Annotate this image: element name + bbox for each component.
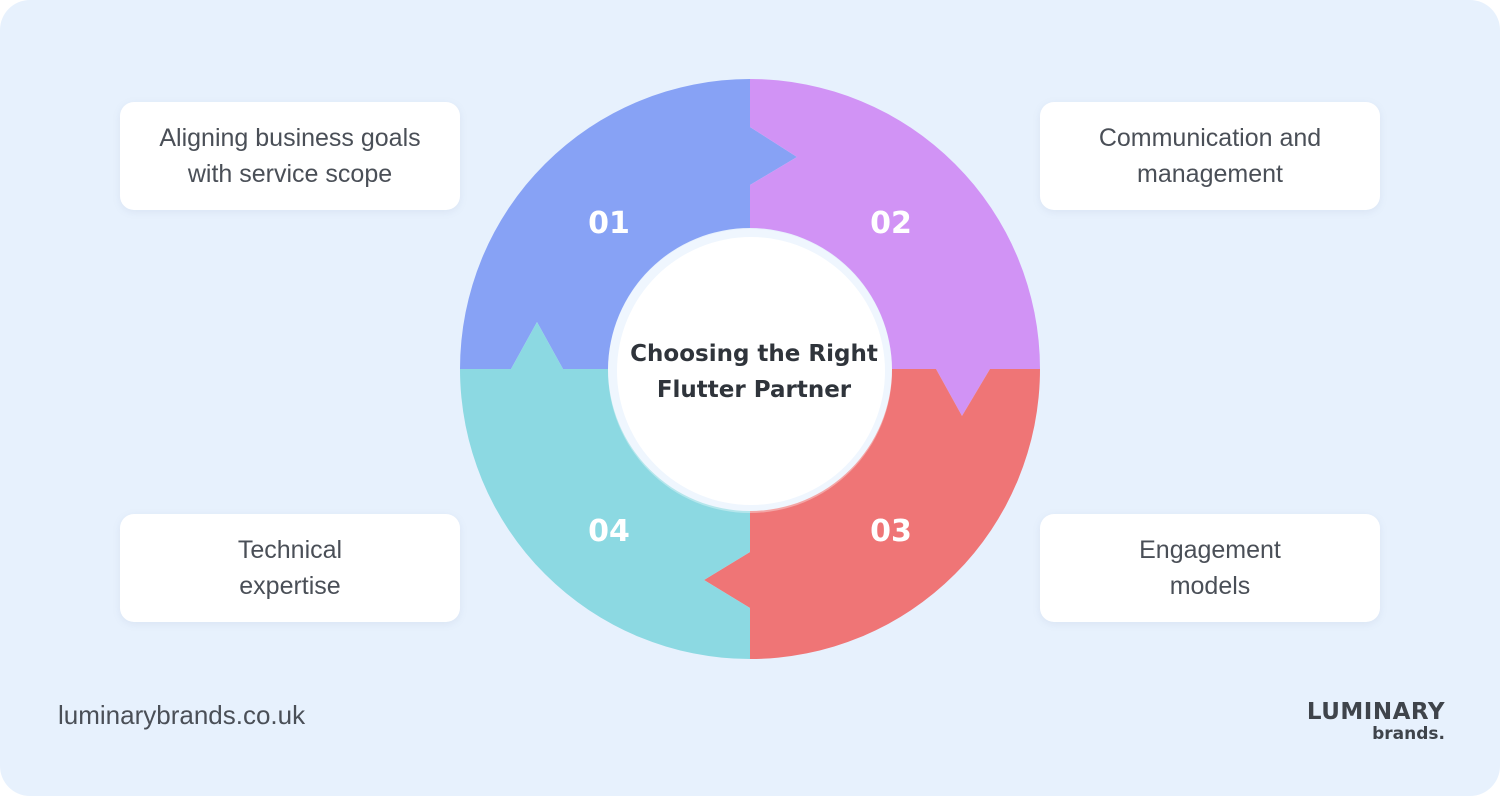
step-card-02-line1: Communication and	[1098, 124, 1322, 152]
step-card-03: Engagement models	[1040, 514, 1380, 622]
segment-04	[460, 322, 750, 659]
segment-02	[750, 79, 1040, 416]
website-link: luminarybrands.co.uk	[58, 700, 306, 730]
step-card-02: Communication and management	[1040, 102, 1380, 210]
center-circle	[617, 237, 885, 505]
step-card-04-line1: Technical	[237, 536, 343, 564]
step-number-01: 01	[588, 206, 630, 241]
brand-logo: LUMINARY brands.	[1285, 700, 1445, 744]
step-number-04: 04	[588, 514, 630, 549]
step-card-04-line2: expertise	[239, 572, 341, 600]
step-card-04: Technical expertise	[120, 514, 460, 622]
step-number-02: 02	[870, 206, 912, 241]
step-card-01: Aligning business goals with service sco…	[120, 102, 460, 210]
center-title-line1: Choosing the Right	[630, 341, 878, 367]
logo-subtext: brands.	[1372, 724, 1445, 744]
segment-01	[460, 79, 797, 369]
center-title-line2: Flutter Partner	[656, 377, 852, 403]
step-card-01-line2: with service scope	[187, 160, 393, 188]
segment-03	[704, 369, 1040, 659]
step-number-03: 03	[870, 514, 912, 549]
center-title: Choosing the Right Flutter Partner	[620, 238, 888, 506]
step-card-03-line2: models	[1169, 572, 1251, 600]
step-card-01-line1: Aligning business goals	[159, 124, 421, 152]
step-card-02-line2: management	[1137, 160, 1283, 188]
step-card-03-line1: Engagement	[1139, 536, 1281, 564]
logo-wordmark: LUMINARY	[1306, 699, 1445, 725]
